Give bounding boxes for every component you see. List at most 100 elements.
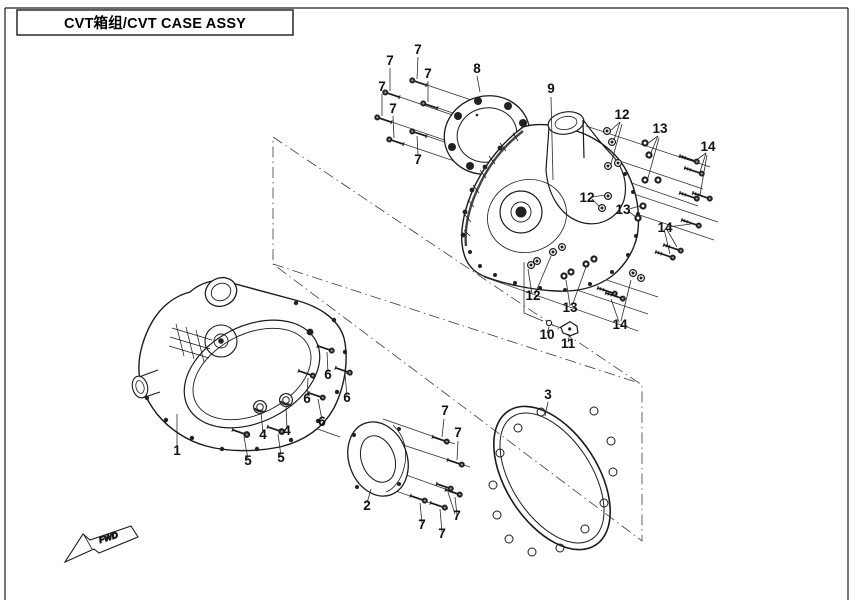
washer-hole [605,129,609,133]
fastener-boltL [604,290,626,302]
bolt-shank [308,392,323,399]
fastener-nut [645,151,653,159]
part-label-1: 1 [173,443,181,458]
part-label-7: 7 [441,403,449,418]
bolt-shank [298,370,313,377]
leader-line [326,351,329,374]
fastener-bolt [409,128,428,139]
section-plane-diagonal [272,263,643,385]
leader-line [649,135,659,156]
part-label-13: 13 [562,300,578,315]
part-label-7: 7 [414,152,422,167]
thread-tick [684,192,687,197]
leader-line [456,440,459,461]
bolt-head-center [613,292,616,295]
part-label-7: 7 [438,526,446,541]
part-label-12: 12 [579,190,594,205]
fastener-washer [636,273,646,283]
bolt-tip [446,457,449,462]
part-label-12: 12 [614,107,629,122]
washer-hole [616,161,620,165]
bolt-shank [412,130,427,137]
part-label-7: 7 [378,79,386,94]
case-belt-opening-inner [192,327,312,421]
nut-hole [562,274,566,278]
fastener-clamp [560,320,579,337]
part-label-13: 13 [615,202,631,217]
bolt-tip [297,368,300,373]
thread-tick [602,287,605,292]
bolt-head-center [388,138,391,141]
bolt-head-center [445,440,448,443]
leader-line [628,205,641,210]
fastener-nut4 [252,399,268,415]
part-label-8: 8 [473,61,481,76]
bolt-shank [412,79,427,86]
clamp-hole [568,327,572,331]
part-2-cover-plate [347,421,409,497]
leader-line [277,433,282,457]
bolt-head-center [423,499,426,502]
leader-line [667,223,692,228]
cover-boss-outer [499,190,543,234]
bolt-shank [445,489,460,496]
fastener-washer [557,242,567,252]
fwd-arrow: FWD [63,525,139,564]
washer-hole [600,206,604,210]
fastener-pin [545,319,553,327]
flange-nut-shade [280,400,290,406]
bolt-head-center [348,371,351,374]
case-boss-outer [204,324,238,358]
leader-line [571,266,587,307]
title-box [16,9,294,36]
cover-snorkel [545,111,627,225]
bolt-tip [402,142,405,147]
part-label-5: 5 [244,453,252,468]
fastener-boltL [678,190,700,202]
leader-line [620,279,632,322]
thread-tick [610,292,613,297]
part-label-11: 11 [561,336,576,351]
cover-rib-hatch [463,132,519,237]
leader-line [544,401,549,417]
bolt-tip [425,134,428,139]
fastener-boltL [683,165,705,177]
fastener-bolt [382,89,401,100]
ring-face-dot [475,113,479,117]
fastener-bolt [446,457,465,468]
fastener-washer [532,256,542,266]
fastener-bolt [316,343,335,354]
leader-line [366,488,372,504]
bolt-head-center [708,197,711,200]
bolt-head-center [671,256,674,259]
bolt-head-center [422,102,425,105]
gasket-inner [499,412,605,544]
part-label-7: 7 [453,508,461,523]
part-3-cvt-gasket [488,405,618,557]
bolt-head-center [695,160,698,163]
leader-line [419,502,423,524]
bolt-tip [683,165,686,170]
bolt-tip [409,493,412,498]
thread-tick [697,192,700,197]
bolt-tip [662,242,665,247]
part-label-7: 7 [389,101,397,116]
fastener-nut [654,176,662,184]
leader-line [699,152,707,173]
case-boss-center [218,338,224,344]
fastener-washer [628,268,638,278]
bolt-tip [425,83,428,88]
leader-line [550,96,554,181]
bolt-head-center [449,487,452,490]
thread-tick [665,244,668,248]
thread-tick [668,244,671,249]
flange-nut-inner [282,396,290,404]
cover-rib-band [464,130,524,247]
bolt-tip [691,190,694,195]
thread-tick [694,192,697,196]
part-label-9: 9 [547,81,555,96]
fastener-washer [603,161,613,171]
leader-line [551,324,562,329]
fastener-nut [590,255,598,263]
leader-line [243,436,249,460]
